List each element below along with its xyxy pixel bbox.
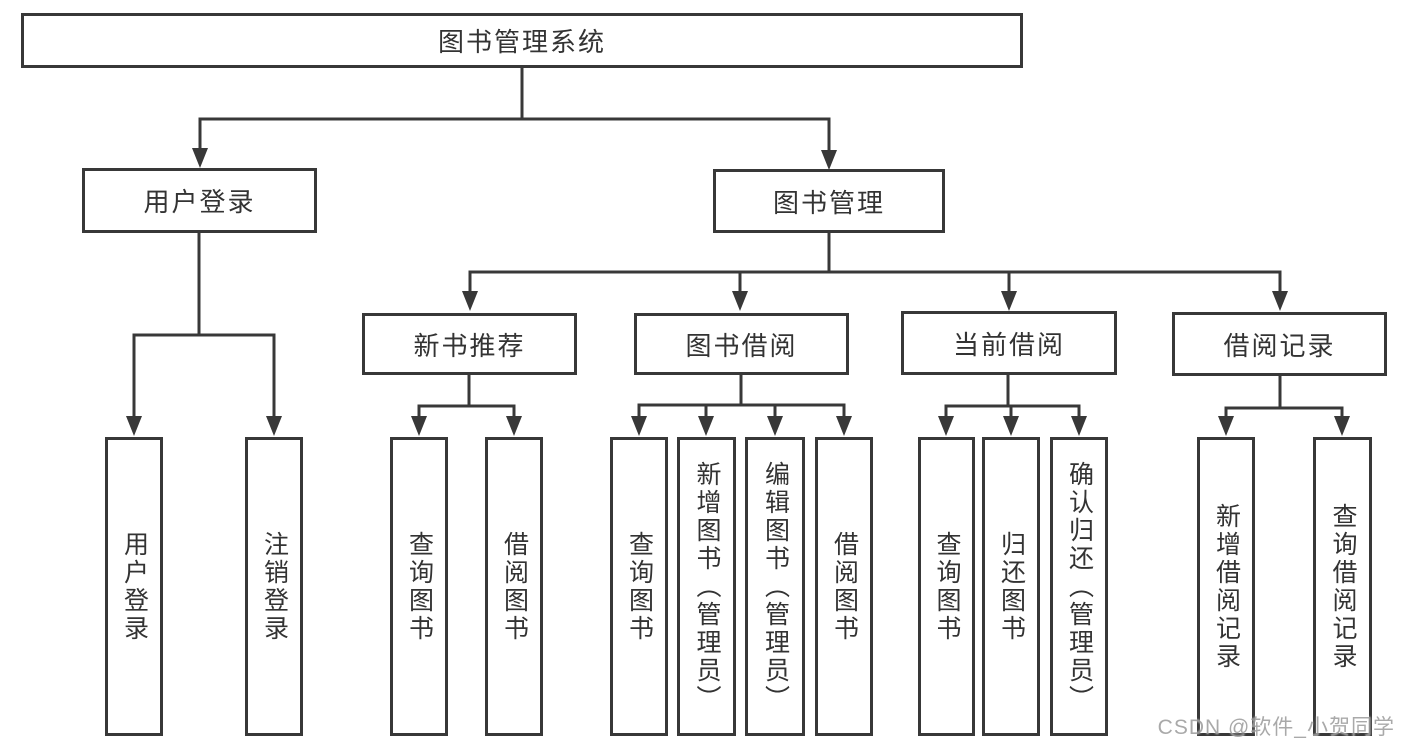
arrowhead-icon	[1272, 291, 1288, 311]
arrowhead-icon	[836, 416, 852, 436]
leaf-label: 查询图书	[933, 530, 961, 643]
leaf-label: 确认归还（管理员）	[1065, 460, 1094, 713]
node-user-login: 用户登录	[82, 168, 317, 233]
arrowhead-icon	[732, 291, 748, 311]
connector-book-mgmt	[468, 231, 1282, 297]
leaf-user-login: 用户登录	[105, 437, 163, 736]
leaf-current-return: 归还图书	[982, 437, 1040, 736]
arrowhead-icon	[126, 416, 142, 436]
leaf-label: 查询图书	[625, 530, 654, 643]
leaf-newbooks-borrow: 借阅图书	[485, 437, 543, 736]
arrowhead-icon	[1218, 416, 1234, 436]
node-system-root-label: 图书管理系统	[437, 27, 606, 57]
arrowhead-icon	[821, 150, 837, 170]
leaf-label: 借阅图书	[500, 530, 529, 643]
leaf-label: 新增借阅记录	[1212, 502, 1241, 671]
arrowhead-icon	[411, 416, 427, 436]
connector-book-borrow	[637, 373, 846, 422]
arrowhead-icon	[631, 416, 647, 436]
leaf-label: 查询图书	[405, 530, 434, 643]
leaf-label: 查询借阅记录	[1329, 502, 1357, 671]
arrowhead-icon	[1003, 416, 1019, 436]
node-new-books-label: 新书推荐	[413, 330, 526, 361]
leaf-label: 归还图书	[997, 530, 1026, 643]
node-current-borrow-label: 当前借阅	[952, 329, 1065, 360]
leaf-logout: 注销登录	[245, 437, 303, 736]
node-user-login-label: 用户登录	[143, 187, 256, 217]
leaf-borrow-edit-admin: 编辑图书（管理员）	[745, 437, 805, 736]
arrowhead-icon	[462, 291, 478, 311]
connector-borrow-records	[1224, 374, 1344, 422]
node-book-mgmt: 图书管理	[713, 169, 945, 233]
leaf-records-query: 查询借阅记录	[1313, 437, 1372, 736]
leaf-label: 注销登录	[260, 530, 289, 643]
connector-new-books	[417, 373, 516, 422]
leaf-borrow-add-admin: 新增图书（管理员）	[677, 437, 736, 736]
connector-user-login	[132, 231, 276, 422]
arrowhead-icon	[192, 148, 208, 168]
node-new-books: 新书推荐	[362, 313, 577, 375]
leaf-borrow-borrow: 借阅图书	[815, 437, 873, 736]
csdn-watermark: CSDN @软件_小贺同学	[1157, 716, 1395, 739]
arrowhead-icon	[938, 416, 954, 436]
connector-current-borrow	[944, 373, 1081, 422]
arrowhead-icon	[698, 416, 714, 436]
arrowhead-icon	[1001, 291, 1017, 311]
node-borrow-records: 借阅记录	[1172, 312, 1387, 376]
node-current-borrow: 当前借阅	[901, 311, 1117, 375]
node-borrow-records-label: 借阅记录	[1223, 330, 1336, 361]
leaf-label: 新增图书（管理员）	[693, 460, 721, 713]
arrowhead-icon	[767, 416, 783, 436]
leaf-label: 用户登录	[120, 530, 149, 643]
arrowhead-icon	[506, 416, 522, 436]
connector-root	[198, 66, 831, 156]
node-book-borrow: 图书借阅	[634, 313, 849, 375]
arrowhead-icon	[1071, 416, 1087, 436]
arrowhead-icon	[266, 416, 282, 436]
leaf-current-query: 查询图书	[918, 437, 975, 736]
leaf-records-add: 新增借阅记录	[1197, 437, 1255, 736]
leaf-label: 编辑图书（管理员）	[761, 460, 790, 713]
arrowhead-icon	[1334, 416, 1350, 436]
arrowheads	[126, 148, 1350, 436]
leaf-newbooks-query: 查询图书	[390, 437, 448, 736]
node-system-root: 图书管理系统	[21, 13, 1023, 68]
node-book-mgmt-label: 图书管理	[772, 187, 885, 218]
leaf-label: 借阅图书	[830, 530, 859, 643]
leaf-borrow-query: 查询图书	[610, 437, 668, 736]
node-book-borrow-label: 图书借阅	[685, 330, 798, 361]
leaf-current-confirm-admin: 确认归还（管理员）	[1050, 437, 1108, 736]
